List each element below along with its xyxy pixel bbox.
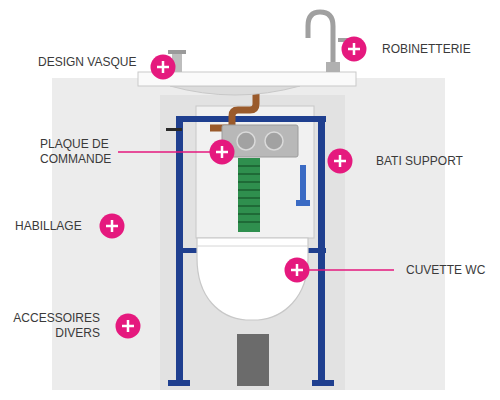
part-label: ACCESSOIRES DIVERS [10, 311, 100, 341]
flush-button [237, 132, 255, 150]
part-label: PLAQUE DE COMMANDE [40, 137, 130, 167]
part-label: DESIGN VASQUE [38, 55, 153, 70]
plus-marker [328, 149, 353, 174]
soap-dispenser-top [168, 50, 186, 54]
valve [300, 165, 306, 205]
wc-seat [197, 246, 308, 247]
part-label: CUVETTE WC [406, 263, 496, 278]
flush-button [265, 132, 283, 150]
leader-line [309, 269, 394, 271]
flex-pipe-ribs [238, 166, 260, 222]
plus-marker [100, 214, 125, 239]
plus-marker [116, 314, 141, 339]
flex-pipe [238, 158, 260, 232]
plus-marker [342, 37, 367, 62]
waste-pipe [237, 334, 269, 386]
plus-marker [285, 258, 310, 283]
frame-foot [168, 380, 190, 386]
part-label: HABILLAGE [15, 219, 100, 234]
plus-marker [151, 55, 176, 80]
frame-bracket [166, 128, 182, 131]
wall-panel [52, 78, 445, 390]
frame-recess [160, 95, 345, 390]
part-label: ROBINETTERIE [382, 42, 492, 57]
part-label: BATI SUPPORT [376, 154, 491, 169]
leader-line [118, 151, 210, 153]
frame-foot [312, 380, 334, 386]
valve [296, 200, 310, 206]
plus-marker [210, 140, 235, 165]
frame-bar [176, 116, 326, 122]
faucet-base [326, 62, 340, 72]
basin [170, 86, 300, 95]
